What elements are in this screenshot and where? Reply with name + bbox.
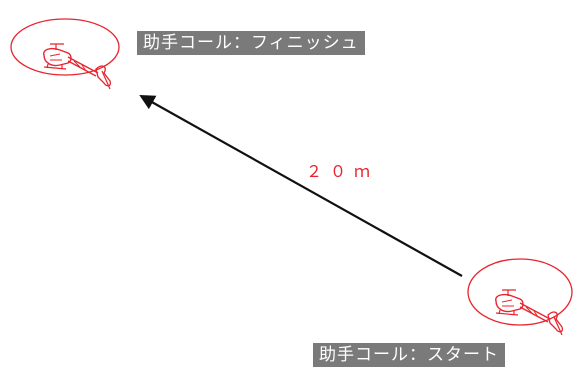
finish-rotor-disc [10,18,120,76]
finish-call-label: 助手コール：フィニッシュ [137,31,365,55]
start-rotor-disc [467,258,573,326]
flight-arrow [139,94,463,277]
finish-helicopter-icon [43,43,112,90]
start-call-label: 助手コール：スタート [313,343,505,367]
distance-label: ２０ｍ [306,162,379,181]
start-helicopter-icon [495,289,564,336]
